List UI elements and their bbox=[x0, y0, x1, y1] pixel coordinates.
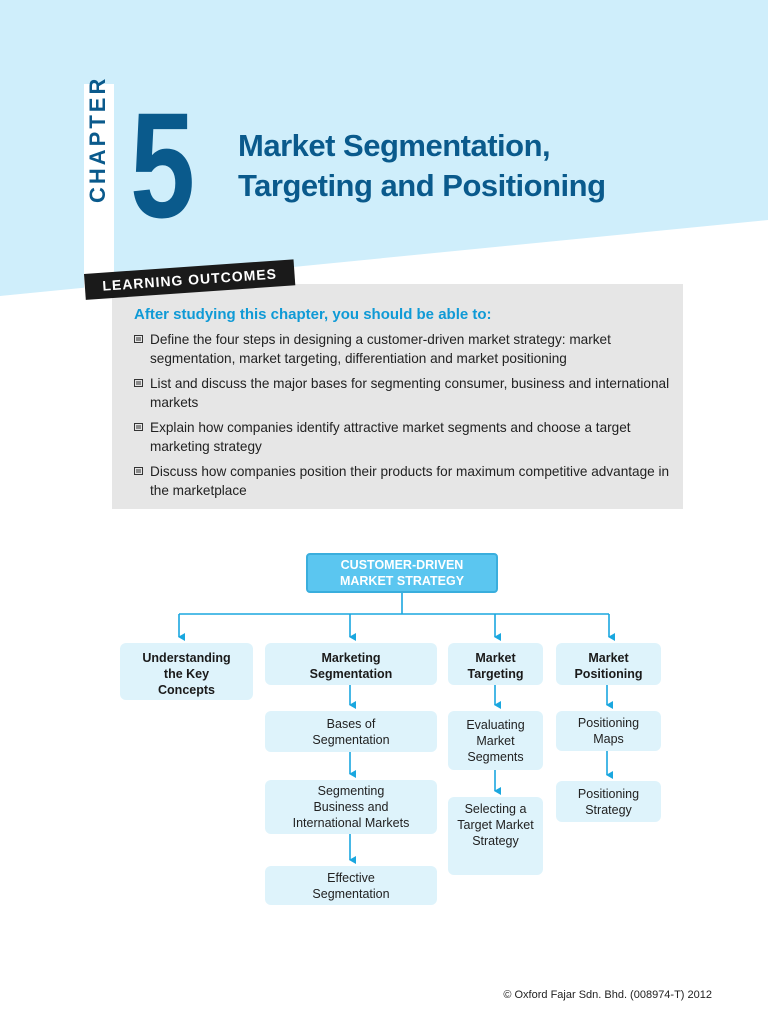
list-item: Explain how companies identify attractiv… bbox=[134, 418, 679, 456]
list-item: Define the four steps in designing a cus… bbox=[134, 330, 679, 368]
diagram-root-node: CUSTOMER-DRIVEN MARKET STRATEGY bbox=[306, 553, 498, 593]
branch-understanding-key-concepts: Understanding the Key Concepts bbox=[120, 643, 253, 700]
branch-market-positioning: Market Positioning bbox=[556, 643, 661, 685]
list-item-text: List and discuss the major bases for seg… bbox=[150, 376, 670, 410]
copyright-footer: © Oxford Fajar Sdn. Bhd. (008974-T) 2012 bbox=[503, 989, 712, 1001]
chapter-title-line-1: Market Segmentation, bbox=[238, 128, 551, 163]
learning-outcomes-intro: After studying this chapter, you should … bbox=[134, 306, 492, 323]
learning-outcomes-list: Define the four steps in designing a cus… bbox=[134, 330, 679, 506]
branch-market-targeting: Market Targeting bbox=[448, 643, 543, 685]
node-positioning-strategy: Positioning Strategy bbox=[556, 781, 661, 822]
bullet-icon bbox=[134, 379, 143, 387]
node-bases-of-segmentation: Bases of Segmentation bbox=[265, 711, 437, 752]
chapter-number: 5 bbox=[130, 81, 195, 249]
list-item: List and discuss the major bases for seg… bbox=[134, 374, 679, 412]
list-item: Discuss how companies position their pro… bbox=[134, 462, 679, 500]
chapter-title: Market Segmentation, Targeting and Posit… bbox=[238, 126, 698, 206]
bullet-icon bbox=[134, 335, 143, 343]
bullet-icon bbox=[134, 423, 143, 431]
bullet-icon bbox=[134, 467, 143, 475]
learning-outcomes-panel bbox=[112, 284, 683, 509]
node-segmenting-business-international: Segmenting Business and International Ma… bbox=[265, 780, 437, 834]
node-evaluating-market-segments: Evaluating Market Segments bbox=[448, 711, 543, 770]
chapter-title-line-2: Targeting and Positioning bbox=[238, 168, 606, 203]
list-item-text: Explain how companies identify attractiv… bbox=[150, 420, 631, 454]
branch-marketing-segmentation: Marketing Segmentation bbox=[265, 643, 437, 685]
node-positioning-maps: Positioning Maps bbox=[556, 711, 661, 751]
list-item-text: Define the four steps in designing a cus… bbox=[150, 332, 611, 366]
node-effective-segmentation: Effective Segmentation bbox=[265, 866, 437, 905]
list-item-text: Discuss how companies position their pro… bbox=[150, 464, 670, 498]
node-selecting-target-market-strategy: Selecting a Target Market Strategy bbox=[448, 797, 543, 875]
